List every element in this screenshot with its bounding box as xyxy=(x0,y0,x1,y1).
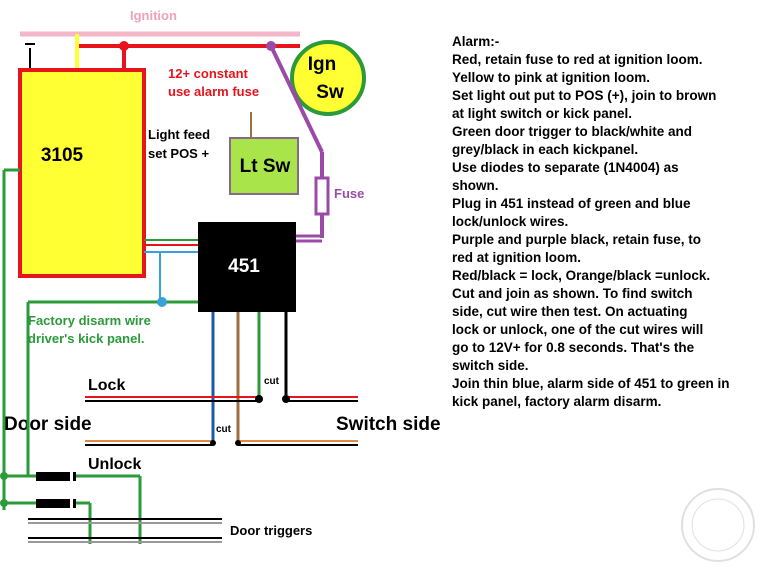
sw-label: Sw xyxy=(316,82,344,103)
factory-disarm-line2: driver's kick panel. xyxy=(28,331,145,346)
note-line: grey/black in each kickpanel. xyxy=(452,142,639,157)
switch-side-label: Switch side xyxy=(336,414,441,435)
note-line: at light switch or kick panel. xyxy=(452,106,633,121)
door-triggers-label: Door triggers xyxy=(230,523,312,538)
note-line: Green door trigger to black/white and xyxy=(452,124,693,139)
note-line: lock/unlock wires. xyxy=(452,214,569,229)
note-line: red at ignition loom. xyxy=(452,250,581,265)
purple-wire-upper xyxy=(269,45,324,153)
note-line: go to 12V+ for 0.8 seconds. That's the xyxy=(452,340,695,355)
unlock-cut-left xyxy=(210,440,216,446)
cut-label-bottom: cut xyxy=(216,424,232,435)
diode-1-band xyxy=(70,472,73,481)
fuse xyxy=(314,176,330,216)
installation-notes: Alarm:- Red, retain fuse to red at igniti… xyxy=(452,33,766,411)
module-3105 xyxy=(18,68,146,278)
lt-sw-label: Lt Sw xyxy=(240,156,291,177)
note-line: lock or unlock, one of the cut wires wil… xyxy=(452,322,704,337)
module-3105-label: 3105 xyxy=(41,145,84,166)
unlock-cut-right xyxy=(235,440,241,446)
door-side-label: Door side xyxy=(4,414,92,435)
note-line: Red, retain fuse to red at ignition loom… xyxy=(452,52,703,67)
note-line: Set light out put to POS (+), join to br… xyxy=(452,88,717,103)
light-feed-line1: Light feed xyxy=(148,127,210,142)
diode-2-band xyxy=(70,499,73,508)
note-line: Yellow to pink at ignition loom. xyxy=(452,70,650,85)
constant-label-line2: use alarm fuse xyxy=(168,84,259,99)
note-line: Red/black = lock, Orange/black =unlock. xyxy=(452,268,711,283)
note-line: side, cut wire then test. On actuating xyxy=(452,304,688,319)
note-line: shown. xyxy=(452,178,499,193)
disarm-junction xyxy=(157,297,167,307)
note-line: Join thin blue, alarm side of 451 to gre… xyxy=(452,376,730,391)
lock-cut-left xyxy=(255,395,263,403)
note-line: switch side. xyxy=(452,358,529,373)
diode-2-junction xyxy=(0,499,8,507)
note-line: Purple and purple black, retain fuse, to xyxy=(452,232,702,247)
ign-label: Ign xyxy=(308,54,337,75)
module-451-label: 451 xyxy=(228,256,260,277)
factory-disarm-line1: Factory disarm wire xyxy=(28,313,151,328)
lock-label: Lock xyxy=(88,377,125,394)
light-switch xyxy=(229,137,299,195)
lock-cut-right xyxy=(282,395,290,403)
unlock-label: Unlock xyxy=(88,456,141,473)
note-line: kick panel, factory alarm disarm. xyxy=(452,394,662,409)
constant-label-line1: 12+ constant xyxy=(168,66,249,81)
cut-label-top: cut xyxy=(264,376,280,387)
diode-1-junction xyxy=(0,472,8,480)
note-line: Alarm:- xyxy=(452,34,500,49)
module-451 xyxy=(198,222,296,312)
light-feed-line2: set POS + xyxy=(148,146,209,161)
note-line: Plug in 451 instead of green and blue xyxy=(452,196,691,211)
watermark-seal xyxy=(681,488,755,562)
note-line: Use diodes to separate (1N4004) as xyxy=(452,160,679,175)
diode-2 xyxy=(36,499,76,508)
ignition-label: Ignition xyxy=(130,8,177,23)
fuse-label: Fuse xyxy=(334,186,364,201)
note-line: Cut and join as shown. To find switch xyxy=(452,286,693,301)
diode-1 xyxy=(36,472,76,481)
ignition-switch xyxy=(290,40,366,116)
